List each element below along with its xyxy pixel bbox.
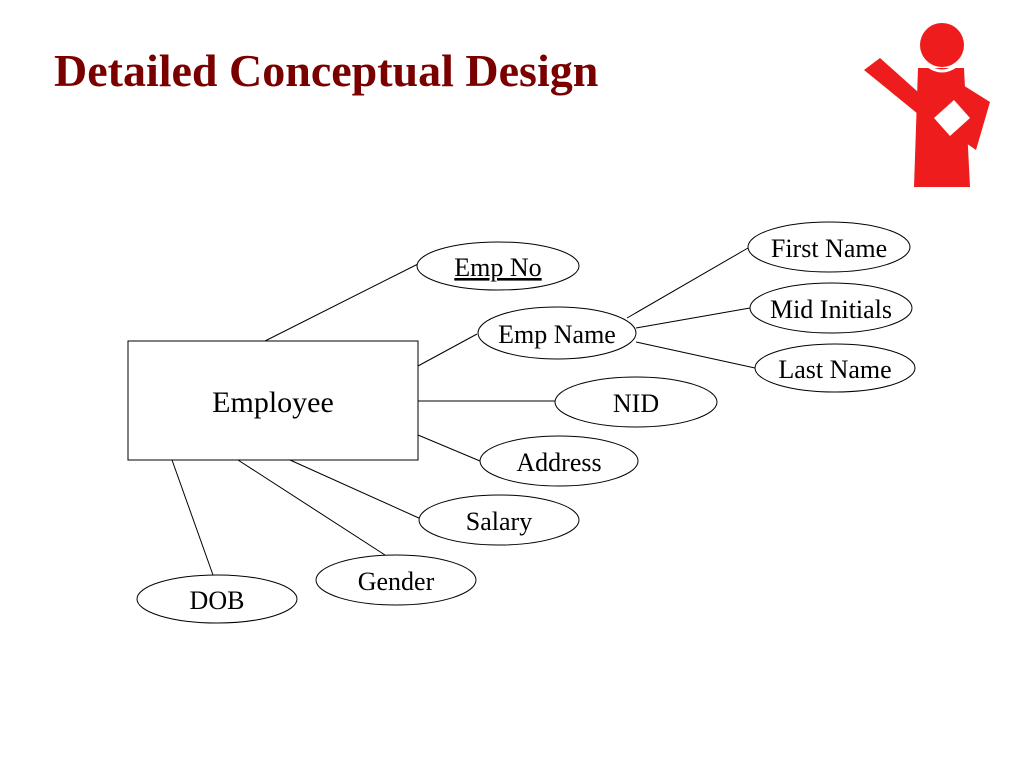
line-last-name (635, 341, 756, 369)
relationship-lines (171, 247, 756, 576)
logo-arm (864, 58, 918, 114)
entity-label: Employee (212, 386, 334, 419)
line-address (417, 434, 481, 462)
entity-box (127, 340, 419, 461)
attribute-label-emp-name: Emp Name (498, 320, 616, 349)
attribute-dob: DOB (136, 574, 298, 624)
attribute-label-emp-no: Emp No (454, 253, 541, 282)
attribute-label-dob: DOB (190, 586, 245, 615)
logo-collar (927, 64, 957, 73)
line-mid-initials (635, 307, 751, 329)
logo-head (920, 23, 964, 67)
attribute-address: Address (479, 435, 639, 487)
line-emp-name (417, 333, 478, 367)
logo-card-arm (950, 82, 990, 150)
attribute-label-address: Address (516, 448, 601, 477)
line-salary (289, 459, 422, 520)
attribute-label-mid-initials: Mid Initials (770, 295, 892, 324)
logo-card (934, 100, 970, 136)
line-emp-no (264, 263, 419, 342)
attribute-label-last-name: Last Name (778, 355, 891, 384)
presenter-figure-icon (864, 23, 990, 187)
line-dob (171, 459, 214, 576)
attribute-gender: Gender (315, 554, 477, 606)
attribute-label-first-name: First Name (771, 234, 887, 263)
attribute-label-salary: Salary (466, 507, 532, 536)
entity-employee: Employee (127, 340, 419, 461)
attribute-label-nid: NID (613, 389, 659, 418)
line-first-name (626, 247, 749, 319)
attribute-mid-initials: Mid Initials (749, 282, 913, 334)
attribute-first-name: First Name (747, 221, 911, 273)
attribute-nid: NID (554, 376, 718, 428)
attribute-label-gender: Gender (358, 567, 435, 596)
attribute-salary: Salary (418, 494, 580, 546)
line-gender (237, 459, 386, 556)
slide-title: Detailed Conceptual Design (54, 45, 599, 96)
attribute-emp-name: Emp Name (477, 306, 637, 360)
attribute-emp-no: Emp No (416, 241, 580, 291)
attribute-last-name: Last Name (754, 343, 916, 393)
